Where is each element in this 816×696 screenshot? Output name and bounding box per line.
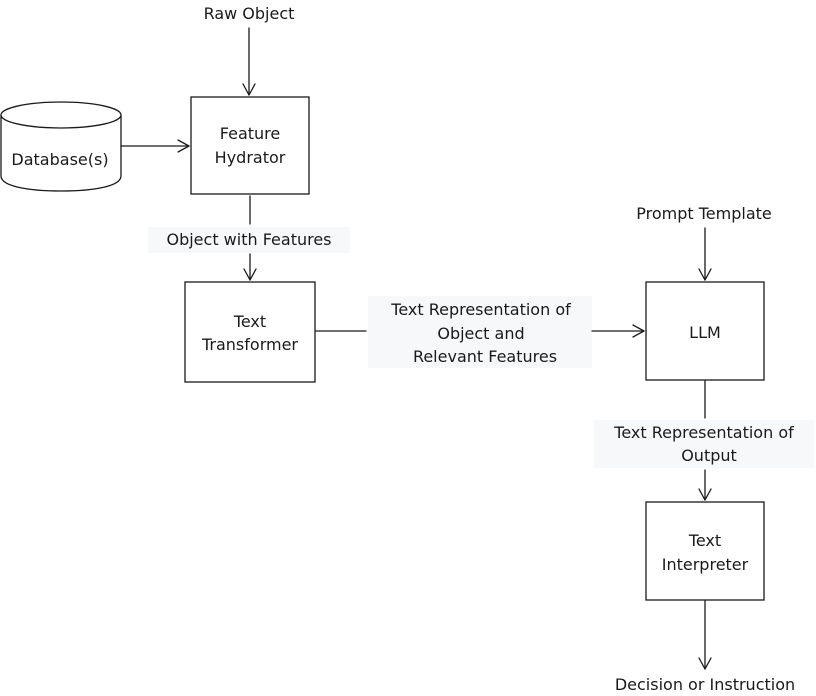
text-rep-object-line-2: Object and [437,324,524,343]
text-rep-object-line-1: Text Representation of [390,300,571,319]
llm-box [645,281,765,381]
database-cylinder-body [0,115,122,192]
object-with-features-label: Object with Features [166,230,331,249]
prompt-template-label: Prompt Template [636,204,772,223]
text-interpreter-line-1: Text [688,531,721,550]
raw-object-label: Raw Object [204,4,295,23]
text-transformer-box [184,281,316,383]
feature-hydrator-line-2: Hydrator [215,148,286,167]
text-rep-output-line-2: Output [681,446,737,465]
decision-label: Decision or Instruction [615,675,795,694]
text-rep-object-line-3: Relevant Features [413,347,557,366]
text-transformer-line-2: Transformer [201,335,298,354]
feature-hydrator-line-1: Feature [220,124,280,143]
llm-label: LLM [689,323,721,342]
text-interpreter-line-2: Interpreter [662,555,749,574]
feature-hydrator-node[interactable]: Feature Hydrator [190,96,310,195]
database-cylinder-top [0,101,122,129]
object-with-features-label-bg [148,227,350,253]
text-rep-output-line-1: Text Representation of [613,423,794,442]
text-transformer-node[interactable]: Text Transformer [184,281,316,383]
text-interpreter-box [645,501,765,601]
database-node[interactable]: Database(s) [0,101,122,192]
llm-node[interactable]: LLM [645,281,765,381]
feature-hydrator-box [190,96,310,195]
text-transformer-line-1: Text [233,312,266,331]
text-rep-object-label-bg [368,296,592,368]
database-label: Database(s) [11,150,108,169]
text-interpreter-node[interactable]: Text Interpreter [645,501,765,601]
text-rep-output-label-bg [594,420,814,468]
